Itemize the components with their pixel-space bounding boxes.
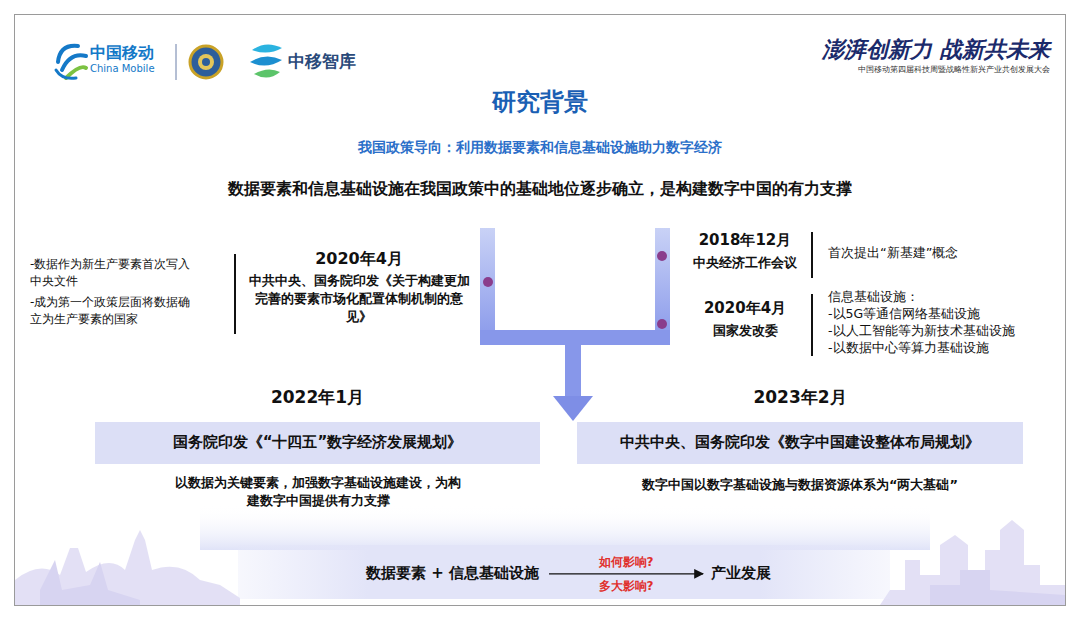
separator-bars — [235, 232, 812, 356]
china-mobile-logo — [56, 46, 86, 79]
event-name: 中国移动第四届科技周暨战略性新兴产业共创发展大会 — [780, 64, 1050, 75]
box-text: 中共中央、国务院印发《数字中国建设整体布局规划》 — [589, 432, 1011, 454]
bullet-note: -数据作为新生产要素首次写入中央文件 — [30, 256, 200, 290]
event-date: 2020年4月 — [245, 248, 473, 270]
logo-text: China Mobile — [90, 62, 175, 76]
plan-summary: 以数据为关键要素，加强数字基础设施建设，为构建数字中国提供有力支撑 — [170, 474, 466, 510]
event-note: 首次提出“新基建”概念 — [828, 244, 1053, 262]
headline: 数据要素和信息基础设施在我国政策中的基础地位逐步确立，是构建数字中国的有力支撑 — [0, 178, 1080, 200]
event-text: 中央经济工作会议 — [683, 254, 807, 272]
logo-text: 中移智库 — [288, 50, 378, 74]
slogan: 澎湃创新力 战新共未来 — [790, 34, 1050, 65]
logo-text: 中国移动 — [90, 42, 175, 64]
concept-label: 产业发展 — [711, 563, 771, 585]
think-tank-logo — [250, 44, 282, 77]
event-date: 2018年12月 — [683, 230, 807, 251]
influence-arrow — [549, 573, 703, 574]
box-text: 国务院印发《“十四五”数字经济发展规划》 — [107, 432, 528, 454]
band-glow — [200, 505, 930, 550]
event-text: 中共中央、国务院印发《关于构建更加完善的要素市场化配置体制机制的意见》 — [245, 272, 473, 327]
event-note: -以数据中心等算力基础设施 — [828, 339, 1053, 357]
concept-text: 产业发展 — [705, 559, 777, 589]
concept-label: 数据要素 + 信息基础设施 — [366, 563, 539, 585]
merge-pipe — [480, 228, 670, 421]
impact-question: 多大影响? — [566, 579, 686, 593]
date-heading: 2022年1月 — [95, 386, 540, 409]
plan-box: 2022年1月国务院印发《“十四五”数字经济发展规划》 — [95, 422, 540, 464]
event-text: 国家发改委 — [683, 322, 807, 340]
event-note: 信息基础设施： — [828, 288, 1053, 306]
emblem — [190, 46, 222, 78]
event-date: 2020年4月 — [683, 298, 807, 319]
event-note: -以人工智能等为新技术基础设施 — [828, 322, 1053, 340]
subtitle: 我国政策导向：利用数据要素和信息基础设施助力数字经济 — [0, 138, 1080, 158]
plan-box: 2023年2月中共中央、国务院印发《数字中国建设整体布局规划》 — [577, 422, 1023, 464]
slide-title: 研究背景 — [0, 86, 1080, 120]
date-heading: 2023年2月 — [577, 386, 1023, 409]
logo-separator — [176, 44, 177, 80]
event-note: -以5G等通信网络基础设施 — [828, 305, 1053, 323]
bottom-band — [238, 545, 890, 599]
impact-question: 如何影响? — [566, 555, 686, 569]
plan-summary: 数字中国以数字基础设施与数据资源体系为“两大基础” — [575, 476, 1025, 494]
bullet-note: -成为第一个政策层面将数据确立为生产要素的国家 — [30, 294, 200, 328]
concept-text: 数据要素 + 信息基础设施 — [360, 559, 545, 589]
